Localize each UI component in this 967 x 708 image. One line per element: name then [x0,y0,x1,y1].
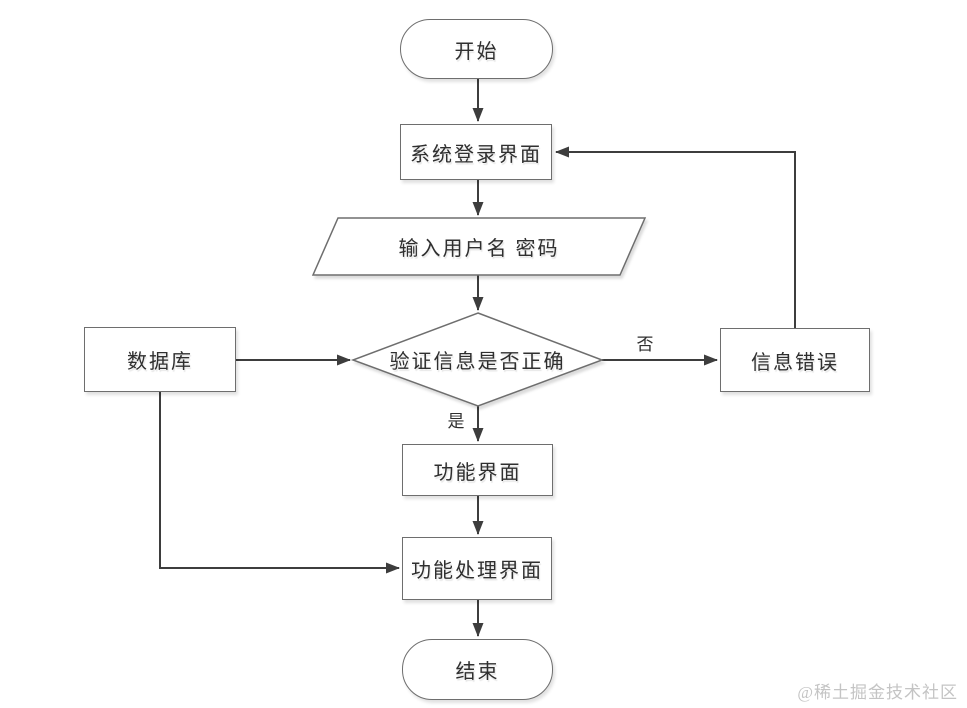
node-login: 系统登录界面 [400,124,552,180]
node-process: 功能处理界面 [402,537,552,600]
node-input: 输入用户名 密码 [313,218,645,275]
branch-label-no: 否 [636,335,654,354]
node-end-label: 结束 [455,661,500,683]
node-function-label: 功能界面 [433,461,522,484]
node-start: 开始 [400,19,553,79]
node-error: 信息错误 [720,328,870,392]
node-process-label: 功能处理界面 [411,560,543,582]
verify-diamond-shape [350,312,605,407]
edge-database-to-process [159,392,400,574]
node-database-label: 数据库 [127,351,193,373]
node-end: 结束 [402,639,553,700]
node-login-label: 系统登录界面 [410,143,542,166]
node-function: 功能界面 [402,444,553,496]
node-database: 数据库 [84,327,236,392]
node-input-label: 输入用户名 密码 [398,238,560,260]
input-parallelogram-shape [311,217,647,276]
node-verify: 验证信息是否正确 [353,313,602,406]
node-start-label: 开始 [454,40,499,63]
watermark-text: @稀土掘金技术社区 [797,683,958,702]
node-verify-label: 验证信息是否正确 [389,351,566,373]
edge-error-to-login [555,146,796,328]
branch-label-yes: 是 [447,412,465,431]
node-error-label: 信息错误 [751,351,839,374]
